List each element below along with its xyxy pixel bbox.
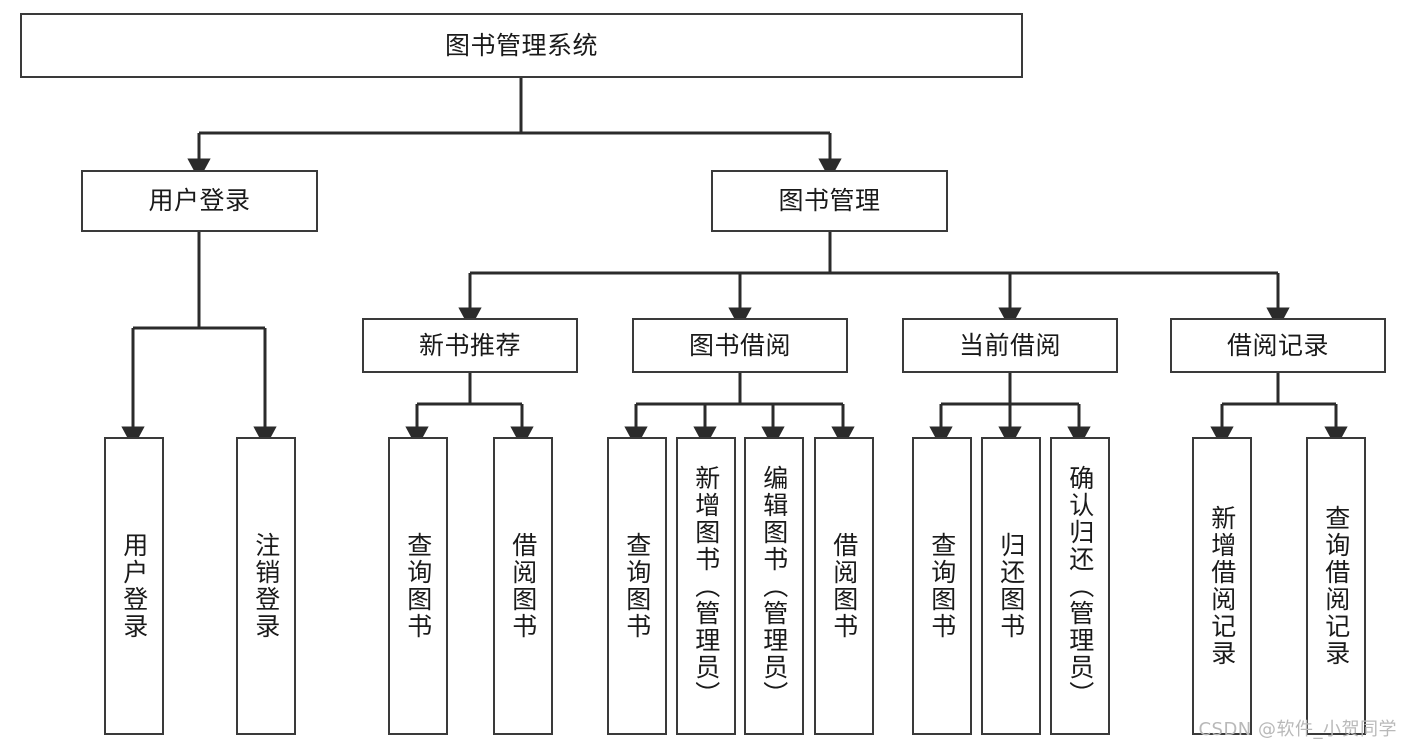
node-book-manage[interactable]: 图书管理 — [711, 170, 948, 232]
node-book-borrow[interactable]: 图书借阅 — [632, 318, 848, 373]
node-leaf-confirm-return-label: 确认归还（管理员） — [1065, 464, 1095, 708]
node-leaf-logout-label: 注销登录 — [251, 532, 281, 640]
node-leaf-borrow-book-1[interactable]: 借阅图书 — [493, 437, 553, 735]
node-leaf-query-book-3[interactable]: 查询图书 — [912, 437, 972, 735]
node-leaf-query-book-1-label: 查询图书 — [403, 532, 433, 640]
node-borrow-record-label: 借阅记录 — [1226, 330, 1329, 360]
node-new-book-rec-label: 新书推荐 — [418, 330, 521, 360]
node-leaf-query-book-2-label: 查询图书 — [622, 532, 652, 640]
node-root-label: 图书管理系统 — [444, 30, 598, 60]
node-leaf-query-record-label: 查询借阅记录 — [1321, 505, 1351, 667]
node-leaf-edit-book[interactable]: 编辑图书（管理员） — [744, 437, 804, 735]
node-leaf-confirm-return[interactable]: 确认归还（管理员） — [1050, 437, 1110, 735]
node-leaf-query-book-1[interactable]: 查询图书 — [388, 437, 448, 735]
node-leaf-logout[interactable]: 注销登录 — [236, 437, 296, 735]
node-book-manage-label: 图书管理 — [778, 186, 881, 216]
node-leaf-add-book[interactable]: 新增图书（管理员） — [676, 437, 736, 735]
node-leaf-return-book-label: 归还图书 — [996, 532, 1026, 640]
node-leaf-query-book-3-label: 查询图书 — [927, 532, 957, 640]
node-leaf-borrow-book-2[interactable]: 借阅图书 — [814, 437, 874, 735]
node-leaf-user-login[interactable]: 用户登录 — [104, 437, 164, 735]
node-leaf-user-login-label: 用户登录 — [119, 532, 149, 640]
node-leaf-borrow-book-2-label: 借阅图书 — [829, 532, 859, 640]
node-user-login[interactable]: 用户登录 — [81, 170, 318, 232]
node-leaf-query-record[interactable]: 查询借阅记录 — [1306, 437, 1366, 735]
node-leaf-add-record[interactable]: 新增借阅记录 — [1192, 437, 1252, 735]
node-leaf-add-record-label: 新增借阅记录 — [1207, 505, 1237, 667]
node-current-borrow-label: 当前借阅 — [958, 330, 1061, 360]
node-user-login-label: 用户登录 — [148, 186, 251, 216]
node-borrow-record[interactable]: 借阅记录 — [1170, 318, 1386, 373]
node-leaf-borrow-book-1-label: 借阅图书 — [508, 532, 538, 640]
node-leaf-edit-book-label: 编辑图书（管理员） — [759, 464, 789, 708]
node-root[interactable]: 图书管理系统 — [20, 13, 1023, 78]
node-leaf-query-book-2[interactable]: 查询图书 — [607, 437, 667, 735]
node-new-book-rec[interactable]: 新书推荐 — [362, 318, 578, 373]
node-leaf-add-book-label: 新增图书（管理员） — [691, 464, 721, 708]
node-book-borrow-label: 图书借阅 — [688, 330, 791, 360]
node-current-borrow[interactable]: 当前借阅 — [902, 318, 1118, 373]
node-leaf-return-book[interactable]: 归还图书 — [981, 437, 1041, 735]
watermark-text: CSDN @软件_小贺同学 — [1198, 719, 1397, 740]
